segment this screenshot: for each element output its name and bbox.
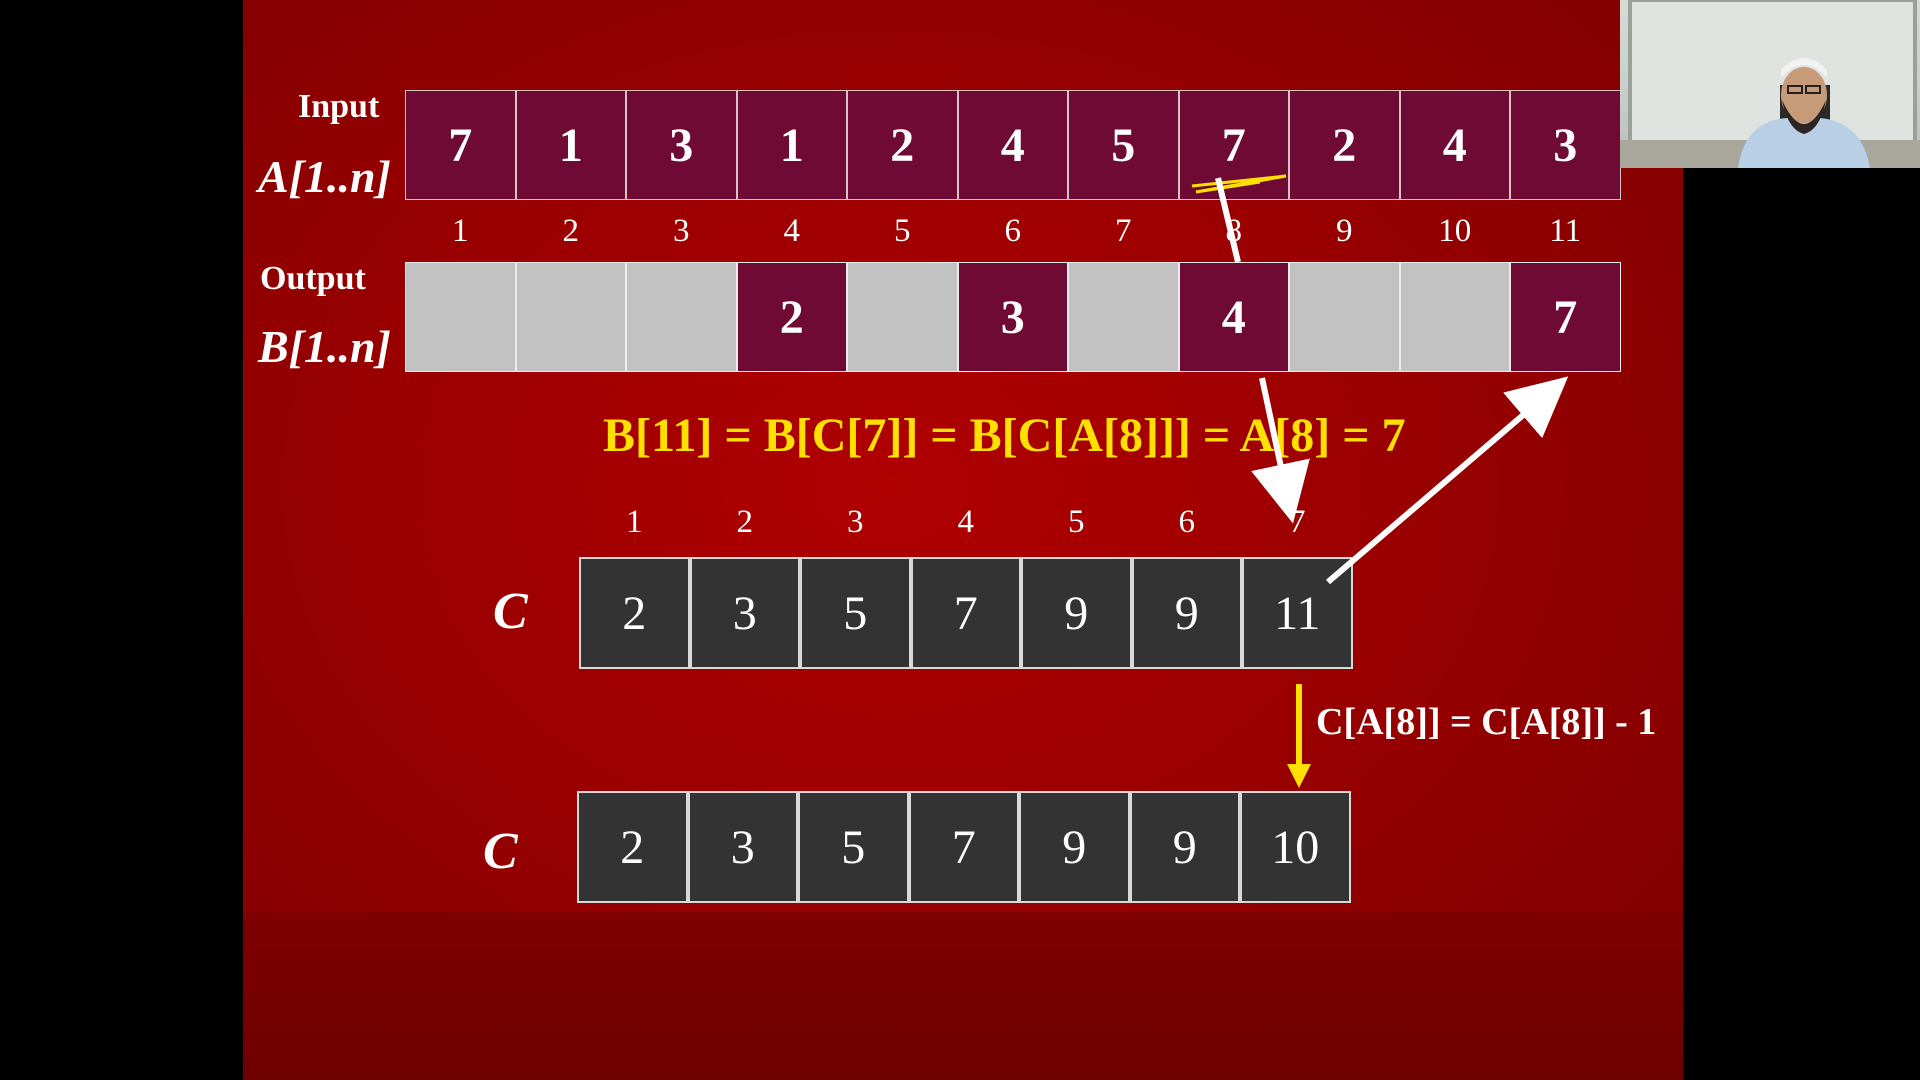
array-index-label: 3 bbox=[673, 213, 690, 249]
output-label: Output bbox=[260, 260, 366, 297]
array-a-cell: 2 bbox=[1289, 90, 1400, 200]
array-c-after-cell: 3 bbox=[687, 791, 798, 903]
array-b-cell bbox=[847, 262, 958, 372]
array-index-label: 5 bbox=[894, 213, 911, 249]
array-c-label-after: C bbox=[483, 823, 518, 880]
array-a-cell: 1 bbox=[736, 90, 847, 200]
array-c-index-label: 6 bbox=[1178, 504, 1196, 540]
array-c-after-cell: 10 bbox=[1240, 791, 1351, 903]
array-c-index-label: 4 bbox=[957, 504, 975, 540]
array-b-cell: 7 bbox=[1510, 262, 1621, 372]
array-c-index-label: 3 bbox=[847, 504, 864, 540]
array-a-cell: 7 bbox=[1178, 90, 1289, 200]
array-a-cell: 4 bbox=[957, 90, 1068, 200]
array-a-label: A[1..n] bbox=[258, 151, 391, 202]
array-index-label: 6 bbox=[1004, 213, 1022, 249]
array-b-cell: 2 bbox=[736, 262, 847, 372]
array-b-cell bbox=[626, 262, 737, 372]
array-c-after-cell: 2 bbox=[577, 791, 688, 903]
array-c-before-cell: 7 bbox=[910, 557, 1021, 669]
array-c-index-label: 7 bbox=[1289, 504, 1306, 540]
webcam-presenter-feed bbox=[1620, 0, 1920, 168]
array-c-before-cell: 9 bbox=[1131, 557, 1242, 669]
array-c-label-before: C bbox=[493, 583, 528, 640]
array-c-before-cell: 2 bbox=[579, 557, 690, 669]
array-b-cell: 3 bbox=[957, 262, 1068, 372]
array-b-cell bbox=[515, 262, 626, 372]
array-c-after-cell: 9 bbox=[1129, 791, 1240, 903]
array-a-cell: 3 bbox=[1510, 90, 1621, 200]
array-a-cell: 4 bbox=[1399, 90, 1510, 200]
array-index-label: 2 bbox=[562, 213, 580, 249]
formula-decrement: C[A[8]] = C[A[8]] - 1 bbox=[1316, 701, 1657, 743]
array-c-indices: 1 2 3 4 5 6 7 bbox=[579, 504, 1353, 541]
array-b-cell bbox=[1289, 262, 1400, 372]
array-c-index-label: 5 bbox=[1068, 504, 1085, 540]
array-c-before-cell: 5 bbox=[800, 557, 911, 669]
array-a-cell: 3 bbox=[626, 90, 737, 200]
array-indices: 1 2 3 4 5 6 7 8 9 10 11 bbox=[405, 213, 1621, 250]
array-c-index-label: 2 bbox=[736, 504, 754, 540]
array-a-cell: 7 bbox=[405, 90, 516, 200]
array-b-cell bbox=[1068, 262, 1179, 372]
array-c-before-cell: 9 bbox=[1021, 557, 1132, 669]
array-c-after-cell: 9 bbox=[1019, 791, 1130, 903]
array-b-cell bbox=[405, 262, 516, 372]
formula-main: B[11] = B[C[7]] = B[C[A[8]]] = A[8] = 7 bbox=[603, 409, 1406, 462]
webcam-scene bbox=[1620, 0, 1920, 168]
array-b-label: B[1..n] bbox=[258, 321, 391, 372]
array-c-before-cell: 11 bbox=[1242, 557, 1353, 669]
array-c-index-label: 1 bbox=[626, 504, 643, 540]
array-a-cell: 1 bbox=[515, 90, 626, 200]
array-index-label: 10 bbox=[1438, 213, 1472, 249]
array-index-label: 7 bbox=[1115, 213, 1132, 249]
slide-bottom-band bbox=[243, 912, 1683, 1080]
array-c-before-cell: 3 bbox=[689, 557, 800, 669]
array-c-after-cell: 7 bbox=[908, 791, 1019, 903]
array-index-label: 4 bbox=[783, 213, 801, 249]
array-b-cell bbox=[1399, 262, 1510, 372]
array-a-cell: 2 bbox=[847, 90, 958, 200]
array-index-label: 11 bbox=[1549, 213, 1582, 249]
array-a-cell: 5 bbox=[1068, 90, 1179, 200]
array-c-after-cell: 5 bbox=[798, 791, 909, 903]
input-label: Input bbox=[298, 88, 380, 125]
array-b-cell: 4 bbox=[1178, 262, 1289, 372]
array-index-label: 1 bbox=[452, 213, 469, 249]
array-index-label: 9 bbox=[1336, 213, 1353, 249]
array-index-label: 8 bbox=[1225, 213, 1243, 249]
